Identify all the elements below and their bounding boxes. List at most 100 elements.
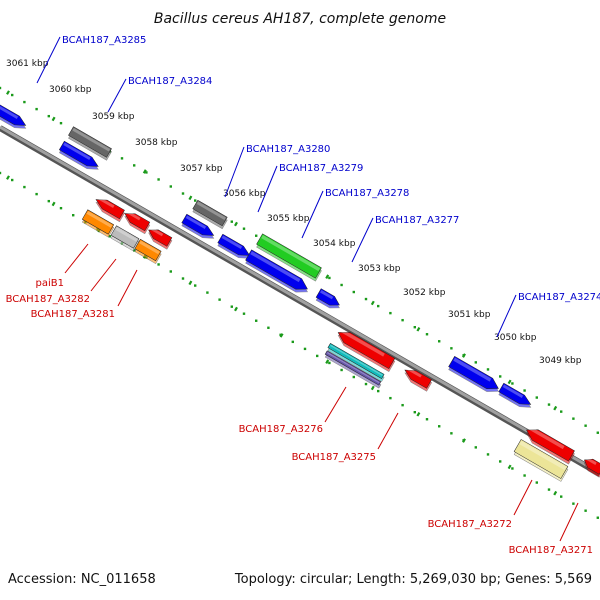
- scale-label: 3053 kbp: [358, 264, 401, 274]
- gene-arrow-rev: [95, 196, 125, 223]
- reverse-gene-label[interactable]: BCAH187_A3272: [428, 519, 512, 530]
- gene-arrow-fwd: [498, 382, 532, 408]
- lower-tick-row-major-tick: [279, 333, 284, 338]
- upper-tick-row-dot: [560, 410, 563, 413]
- upper-tick-row-major-tick: [370, 300, 375, 306]
- upper-tick-row-dot: [47, 114, 50, 118]
- upper-tick-row-dot: [584, 424, 587, 427]
- upper-tick-row-dot: [425, 333, 429, 336]
- lower-tick-row-dot: [11, 178, 14, 182]
- forward-gene-callout: [301, 190, 324, 239]
- upper-tick-row-dot: [340, 283, 343, 287]
- upper-tick-row-major-tick: [416, 326, 421, 332]
- upper-tick-row-major-tick: [6, 90, 10, 95]
- forward-gene-label[interactable]: BCAH187_A3278: [325, 188, 409, 199]
- gene-arrow-fwd: [181, 213, 215, 239]
- forward-gene-label[interactable]: BCAH187_A3274: [518, 292, 600, 303]
- gene-arrow-rev: [404, 367, 433, 392]
- gene-block-fwd: [256, 233, 322, 282]
- upper-tick-row-dot: [255, 234, 258, 237]
- scale-label: 3059 kbp: [92, 112, 135, 122]
- reverse-gene-callout: [117, 269, 138, 307]
- gene-arrow-rev: [526, 426, 575, 465]
- upper-tick-row-dot: [572, 417, 575, 420]
- lower-tick-row-dot: [352, 375, 355, 379]
- reverse-gene-label[interactable]: BCAH187_A3271: [509, 545, 593, 556]
- lower-tick-row-dot: [377, 389, 380, 393]
- forward-gene-label[interactable]: BCAH187_A3285: [62, 35, 146, 46]
- upper-tick-row-dot: [401, 318, 404, 322]
- lower-tick-row-dot: [474, 446, 477, 449]
- forward-gene-label[interactable]: BCAH187_A3284: [128, 76, 212, 87]
- lower-tick-row-dot: [450, 432, 453, 435]
- upper-tick-row-dot: [438, 340, 441, 343]
- lower-tick-row-dot: [596, 516, 599, 519]
- upper-tick-row-dot: [23, 100, 26, 104]
- lower-tick-row-dot: [535, 481, 538, 484]
- gene-block-fwd: [68, 126, 112, 161]
- reverse-gene-label[interactable]: BCAH187_A3275: [292, 452, 376, 463]
- forward-gene-callout: [36, 36, 61, 84]
- reverse-gene-callout: [513, 479, 533, 516]
- reverse-gene-label[interactable]: BCAH187_A3281: [31, 309, 115, 320]
- upper-tick-row-dot: [352, 290, 355, 294]
- gene-arrow-rev: [583, 457, 600, 478]
- gene-block-rev: [81, 209, 115, 238]
- gene-arrow-fwd: [448, 355, 499, 392]
- forward-gene-callout: [351, 217, 374, 263]
- gene-arrow-fwd: [245, 249, 308, 293]
- forward-gene-label[interactable]: BCAH187_A3279: [279, 163, 363, 174]
- lower-tick-row-dot: [169, 270, 172, 273]
- reverse-gene-callout: [324, 386, 347, 423]
- lower-tick-row-major-tick: [370, 385, 375, 391]
- upper-tick-row-dot: [328, 276, 331, 280]
- lower-tick-row-major-tick: [462, 438, 466, 443]
- upper-tick-row-major-tick: [462, 353, 466, 358]
- upper-tick-row-dot: [364, 297, 368, 301]
- reverse-gene-label[interactable]: BCAH187_A3282: [6, 294, 90, 305]
- scale-label: 3055 kbp: [267, 214, 310, 224]
- reverse-gene-callout: [64, 243, 89, 274]
- lower-tick-row-dot: [35, 192, 38, 196]
- gene-block-rev: [324, 350, 382, 389]
- forward-gene-label[interactable]: BCAH187_A3280: [246, 144, 330, 155]
- reverse-gene-label[interactable]: BCAH187_A3276: [239, 424, 323, 435]
- lower-tick-row-dot: [181, 277, 185, 280]
- lower-tick-row-major-tick: [416, 411, 421, 417]
- scale-label: 3060 kbp: [49, 85, 92, 95]
- lower-tick-row-major-tick: [325, 359, 330, 364]
- lower-tick-row-dot: [59, 206, 63, 210]
- lower-tick-row-major-tick: [188, 280, 193, 286]
- lower-tick-row-dot: [340, 368, 343, 372]
- upper-tick-row-dot: [389, 311, 392, 315]
- lower-tick-row-major-tick: [6, 175, 10, 180]
- upper-tick-row-dot: [413, 326, 416, 329]
- lower-tick-row-dot: [328, 361, 331, 365]
- forward-gene-callout: [257, 165, 278, 213]
- upper-tick-row-dot: [474, 361, 477, 364]
- scale-label: 3056 kbp: [223, 189, 266, 199]
- gene-block-rev: [513, 439, 569, 482]
- upper-tick-row-major-tick: [325, 274, 330, 279]
- gene-arrow-rev: [148, 227, 173, 250]
- gene-arrow-fwd: [315, 288, 340, 309]
- scale-label: 3054 kbp: [313, 239, 356, 249]
- upper-tick-row-dot: [596, 431, 599, 434]
- lower-tick-row-dot: [108, 235, 111, 238]
- accession-text: Accession: NC_011658: [8, 572, 156, 587]
- upper-tick-row-dot: [535, 396, 538, 399]
- lower-tick-row-major-tick: [234, 306, 238, 312]
- upper-tick-row-dot: [0, 86, 2, 90]
- summary-text: Topology: circular; Length: 5,269,030 bp…: [234, 572, 592, 587]
- reverse-gene-label[interactable]: paiB1: [36, 278, 64, 289]
- scale-label: 3058 kbp: [135, 138, 178, 148]
- reverse-gene-callout: [559, 502, 579, 542]
- upper-tick-row-dot: [547, 403, 551, 406]
- lower-tick-row-dot: [206, 291, 209, 294]
- lower-tick-row-dot: [0, 171, 2, 175]
- lower-tick-row-dot: [523, 474, 526, 477]
- forward-gene-label[interactable]: BCAH187_A3277: [375, 215, 459, 226]
- gene-arrow-fwd: [0, 103, 27, 129]
